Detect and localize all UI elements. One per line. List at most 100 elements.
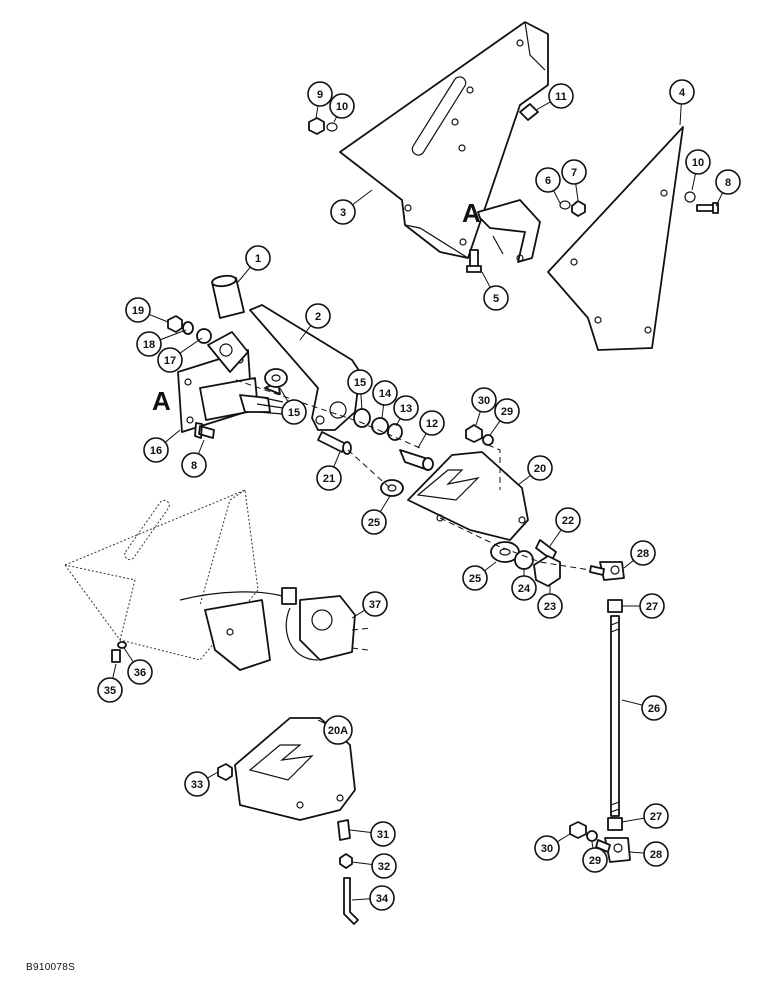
callout-37: 37	[351, 591, 388, 619]
callout-bubble	[462, 565, 488, 591]
callout-bubble	[361, 509, 387, 535]
callout-leader-line	[279, 387, 289, 402]
callout-11: 11	[535, 83, 574, 111]
callout-label: 31	[377, 829, 389, 841]
callout-10: 10	[685, 149, 711, 191]
callout-18: 18	[136, 329, 187, 357]
callout-bubble	[184, 771, 210, 797]
callout-label: 17	[164, 355, 176, 367]
callout-label: 10	[336, 101, 348, 113]
callout-label: 37	[369, 599, 381, 611]
callout-label: 10	[692, 157, 704, 169]
callout-bubble	[305, 303, 331, 329]
callout-28: 28	[629, 841, 669, 867]
callout-bubble	[643, 841, 669, 867]
callout-20: 20	[517, 455, 553, 486]
callout-label: 25	[469, 573, 481, 585]
nut-part-30-lower	[569, 821, 587, 839]
callout-leader-line	[148, 313, 169, 323]
callout-30: 30	[471, 387, 497, 426]
callout-bubble	[555, 507, 581, 533]
callout-label: 27	[650, 811, 662, 823]
callout-leader-line	[621, 699, 643, 706]
callout-bubble	[561, 159, 587, 185]
callout-bubble	[582, 847, 608, 873]
callout-23: 23	[537, 584, 563, 619]
callout-label: 15	[288, 407, 300, 419]
switch-part-37	[179, 587, 373, 671]
callout-leader-line	[349, 829, 372, 834]
callout-label: 9	[317, 89, 323, 101]
callout-35: 35	[97, 663, 123, 703]
callout-leader-line	[207, 771, 219, 779]
bolt-part-8-left	[194, 422, 215, 439]
callout-25: 25	[361, 495, 391, 535]
callout-bubble	[143, 437, 169, 463]
callout-bubble	[97, 677, 123, 703]
callout-bubble	[494, 398, 520, 424]
stack-22-23-24-25	[490, 539, 561, 587]
callout-bubble	[643, 803, 669, 829]
reference-letter-a-top: A	[462, 198, 481, 228]
callout-label: 27	[646, 601, 658, 613]
callout-leader-line	[351, 898, 371, 901]
callout-bubble	[281, 399, 307, 425]
callout-bubble	[245, 245, 271, 271]
callout-32: 32	[351, 853, 397, 879]
callout-label: 30	[541, 843, 553, 855]
callout-leader-line	[395, 418, 401, 427]
callout-label: 5	[493, 293, 499, 305]
callout-label: 20A	[328, 725, 348, 737]
washers-17-18-19	[167, 315, 212, 344]
switch-mount-part-16	[177, 331, 284, 433]
lever-part-2	[249, 304, 361, 431]
callout-29: 29	[582, 841, 608, 873]
callout-label: 11	[555, 91, 567, 103]
callout-bubble	[181, 452, 207, 478]
callout-33: 33	[184, 771, 219, 797]
callout-label: 20	[534, 463, 546, 475]
callout-bubble	[329, 93, 355, 119]
callout-leader-line	[123, 647, 134, 663]
callout-bubble	[330, 199, 356, 225]
callout-8: 8	[715, 169, 741, 207]
callout-leader-line	[179, 337, 203, 354]
callout-bubble	[372, 380, 398, 406]
callout-label: 28	[637, 548, 649, 560]
callout-label: 1	[255, 253, 261, 265]
callout-28: 28	[623, 540, 656, 569]
callout-leader-line	[333, 116, 338, 123]
callout-bubble	[639, 593, 665, 619]
callout-label: 13	[400, 403, 412, 415]
callout-27: 27	[621, 803, 669, 829]
callout-leader-line	[352, 189, 373, 206]
callout-leader-line	[484, 561, 497, 572]
callout-label: 18	[143, 339, 155, 351]
callout-16: 16	[143, 429, 181, 463]
callout-4: 4	[669, 79, 695, 126]
callout-17: 17	[157, 337, 203, 373]
bolt-part-21	[317, 431, 352, 455]
callout-leader-line	[164, 429, 181, 443]
reference-letter-a-left: A	[152, 386, 171, 416]
callout-29: 29	[489, 398, 520, 436]
figure-number: B910078S	[26, 962, 76, 973]
callout-25: 25	[462, 561, 497, 591]
callout-leader-line	[351, 609, 366, 619]
callout-bubble	[371, 853, 397, 879]
bracket-part-20	[407, 451, 529, 541]
callout-bubble	[527, 455, 553, 481]
callout-10: 10	[329, 93, 355, 123]
callout-label: 4	[679, 87, 686, 99]
callout-7: 7	[561, 159, 587, 201]
callout-34: 34	[351, 885, 395, 911]
callout-bubble	[641, 695, 667, 721]
rod-part-26	[589, 561, 631, 863]
callout-bubble	[548, 83, 574, 109]
callout-label: 29	[589, 855, 601, 867]
callout-leader-line	[715, 192, 724, 207]
pin-part-31	[337, 819, 351, 841]
alignment-lines	[235, 379, 591, 571]
bracket-tab	[477, 199, 541, 263]
callout-label: 15	[354, 377, 366, 389]
